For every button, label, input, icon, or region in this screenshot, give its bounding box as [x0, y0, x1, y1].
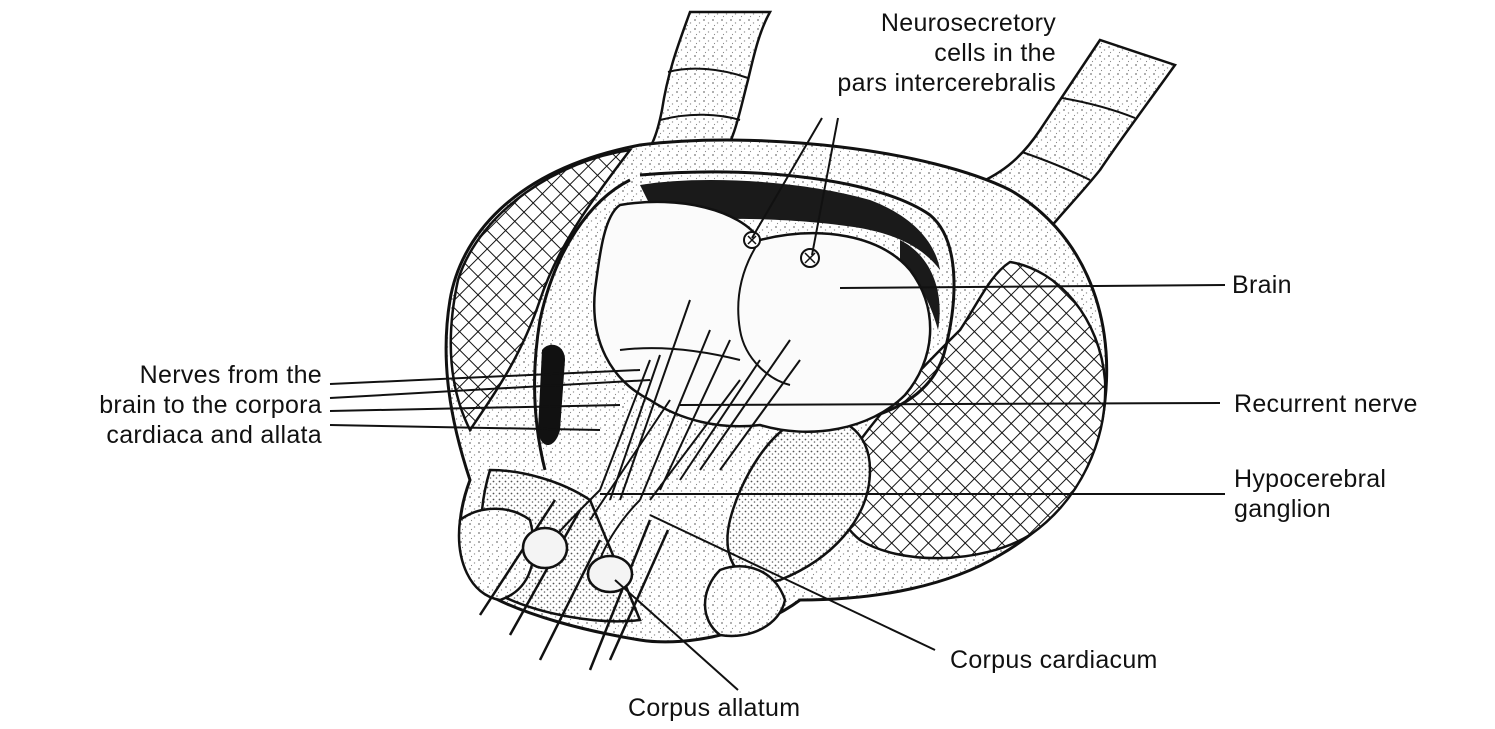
label-nerves-line2: brain to the corpora [0, 390, 322, 420]
label-hypocerebral-line1: Hypocerebral [1234, 464, 1386, 494]
label-recurrent-nerve: Recurrent nerve [1234, 389, 1418, 419]
label-brain: Brain [1232, 270, 1292, 300]
label-neurosecretory-line2: cells in the [760, 38, 1056, 68]
label-nerves-from-brain: Nerves from the brain to the corpora car… [0, 360, 322, 450]
label-neurosecretory-line3: pars intercerebralis [760, 68, 1056, 98]
label-neurosecretory-cells: Neurosecretory cells in the pars interce… [760, 8, 1056, 98]
label-nerves-line1: Nerves from the [0, 360, 322, 390]
left-antenna [640, 12, 770, 160]
label-hypocerebral-line2: ganglion [1234, 494, 1386, 524]
label-corpus-cardiacum: Corpus cardiacum [950, 645, 1158, 675]
label-corpus-allatum: Corpus allatum [628, 693, 800, 723]
label-neurosecretory-line1: Neurosecretory [760, 8, 1056, 38]
label-nerves-line3: cardiaca and allata [0, 420, 322, 450]
label-hypocerebral-ganglion: Hypocerebral ganglion [1234, 464, 1386, 524]
